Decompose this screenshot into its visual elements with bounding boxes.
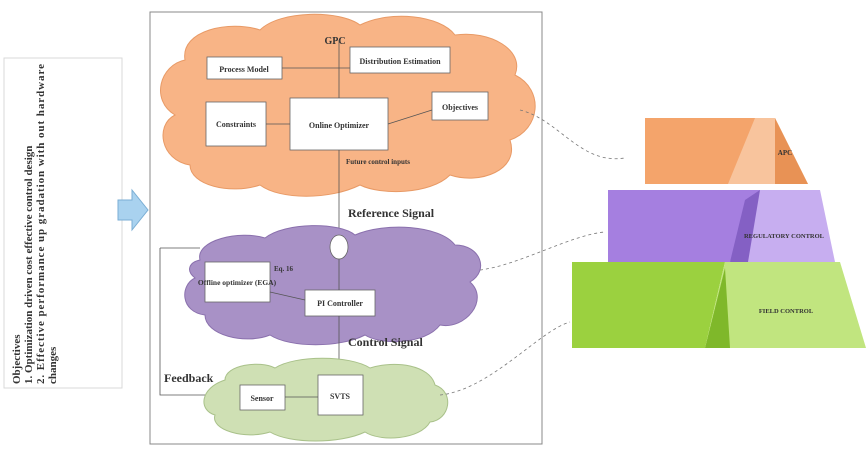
dashed-connector [439,321,571,396]
dashed-connector [479,231,606,271]
feedback-label: Feedback [164,371,214,385]
connector-line [269,291,306,301]
regulatory-tier [608,190,835,262]
offline-optimizer-label: Offline optimizer (EGA) [198,278,277,287]
regulatory-control-label: REGULATORY CONTROL [744,233,825,240]
pi-controller-box [304,289,376,317]
objectives-item2-line2: changes [47,346,59,384]
process-model-label: Process Model [219,65,269,74]
eq-label: Eq. 16 [274,265,294,273]
objectives-title: Objectives [11,334,23,384]
summing-junction [329,234,349,260]
pi-controller-label: PI Controller [317,299,363,308]
sensor-label: Sensor [250,394,274,403]
objectives-item2-line1: 2. Effective performance up gradation wi… [35,64,47,384]
svts-box [317,374,364,416]
constraints-label: Constraints [216,120,256,129]
svts-label: SVTS [330,392,351,401]
field-control-label: FIELD CONTROL [759,308,814,315]
dashed-connector [519,109,626,160]
feedback-line [159,248,220,396]
online-optimizer-label: Online Optimizer [309,121,370,130]
distribution-estimation-box [349,46,451,74]
sensor-box [239,384,286,411]
gpc-title: GPC [324,36,345,47]
distribution-estimation-label: Distribution Estimation [359,57,441,66]
future-control-inputs-label: Future control inputs [346,158,410,166]
control-signal-label: Control Signal [348,335,423,349]
objectives-inner-label: Objectives [442,103,478,112]
constraints-box [205,101,267,147]
objectives-item1: 1. Optimization driven cost effective co… [23,146,35,384]
block-arrow-icon [117,188,149,232]
offline-optimizer-box [204,261,271,303]
field-tier [572,262,866,348]
objectives-inner-box [431,91,489,121]
connector-line [387,109,433,125]
controller-cloud [184,225,482,346]
objectives-box [3,57,123,389]
apc-tier [645,118,808,184]
apc-label: APC [778,149,792,157]
reference-signal-label: Reference Signal [348,206,435,220]
